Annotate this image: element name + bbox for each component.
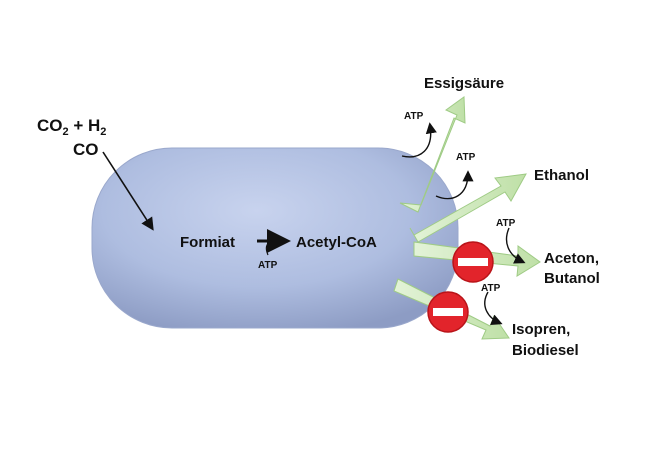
arrow-essigsaeure [399, 96, 466, 213]
input-arrow [102, 151, 154, 231]
product-ethanol: Ethanol [534, 167, 589, 184]
product-aceton-line1: Aceton, [544, 250, 599, 267]
product-aceton-line2: Butanol [544, 270, 600, 287]
atp-curve-ethanol [435, 170, 474, 200]
block-sign-isopren [427, 291, 469, 333]
atp-curve-isopren [484, 291, 503, 325]
atp-label-essigsaeure: ATP [404, 111, 424, 122]
atp-label-formiat: ATP [258, 260, 278, 271]
bacterial-cell [91, 147, 459, 329]
atp-curve-essigsaeure [401, 122, 437, 158]
atp-curve-formiat [265, 240, 273, 256]
formiat-label: Formiat [180, 234, 235, 251]
arrow-ethanol [409, 173, 527, 243]
atp-curve-aceton [505, 227, 526, 264]
product-isopren-line2: Biodiesel [512, 342, 579, 359]
acetyl-coa-label: Acetyl-CoA [296, 234, 377, 251]
atp-label-isopren: ATP [481, 283, 501, 294]
input-gases-label: CO2 + H2 [37, 116, 106, 138]
product-essigsaeure: Essigsäure [424, 75, 504, 92]
input-co-label: CO [73, 140, 99, 159]
atp-label-aceton: ATP [496, 218, 516, 229]
block-sign-aceton [452, 241, 494, 283]
atp-label-ethanol: ATP [456, 152, 476, 163]
product-isopren-line1: Isopren, [512, 321, 570, 338]
